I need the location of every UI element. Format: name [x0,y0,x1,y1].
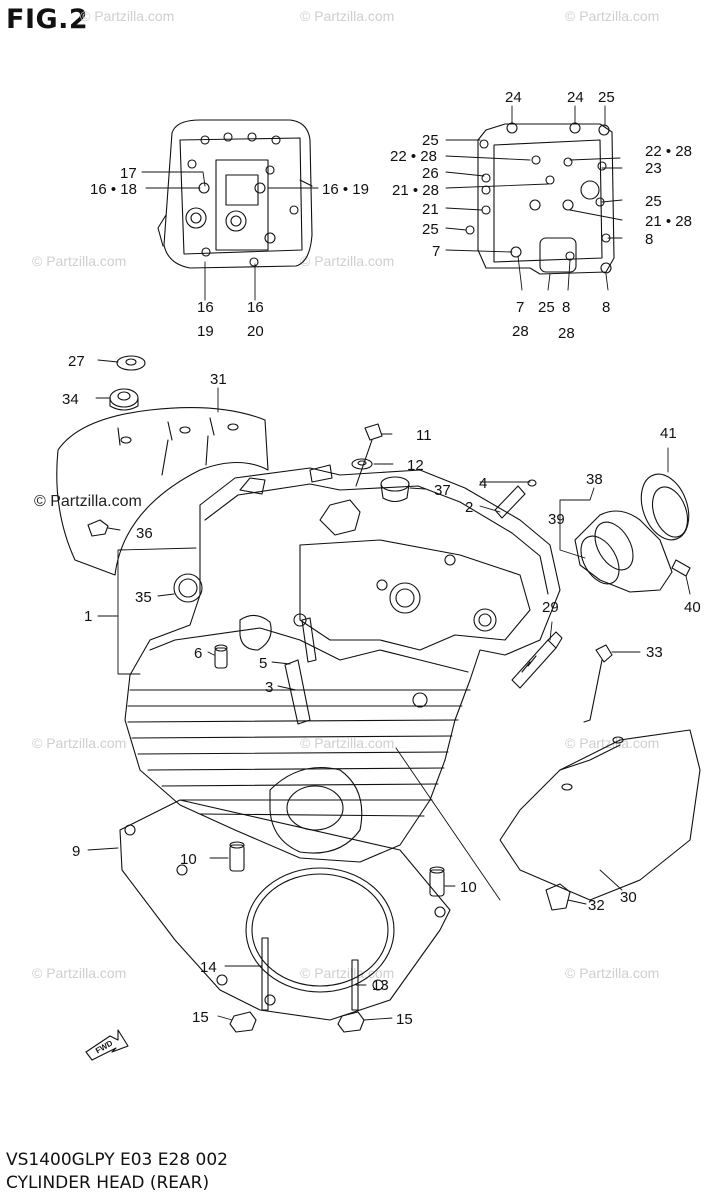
watermark: © Partzilla.com [565,965,660,981]
callout-21-28: 21 • 28 [645,213,692,230]
watermark: © Partzilla.com [32,735,127,751]
callout-24: 24 [567,89,584,106]
callout-5: 5 [259,655,267,672]
callout-7: 7 [516,299,524,316]
watermark: © Partzilla.com [80,8,175,24]
callout-38: 38 [586,471,603,488]
callout-30: 30 [620,889,637,906]
callout-16-18: 16 • 18 [90,181,137,198]
callout-35: 35 [135,589,152,606]
callout-20: 20 [247,323,264,340]
callout-23: 23 [645,160,662,177]
callout-25: 25 [422,221,439,238]
callout-15: 15 [396,1011,413,1028]
callout-26: 26 [422,165,439,182]
callout-34: 34 [62,391,79,408]
watermark: © Partzilla.com [300,8,395,24]
callout-13: 13 [372,977,389,994]
callout-32: 32 [588,897,605,914]
callout-21-28: 21 • 28 [392,182,439,199]
fwd-label: FWD [94,1038,114,1055]
callout-25: 25 [645,193,662,210]
callout-24: 24 [505,89,522,106]
callout-3: 3 [265,679,273,696]
callout-31: 31 [210,371,227,388]
callout-8: 8 [562,299,570,316]
callout-37: 37 [434,482,451,499]
callout-17: 17 [120,165,137,182]
callout-28: 28 [558,325,575,342]
callout-40: 40 [684,599,701,616]
watermark-dark: © Partzilla.com [34,493,142,510]
callout-9: 9 [72,843,80,860]
callout-2: 2 [465,499,473,516]
callout-8: 8 [645,231,653,248]
callout-11: 11 [416,427,432,444]
watermark: © Partzilla.com [300,965,395,981]
callout-16: 16 [197,299,214,316]
figure-title: FIG.2 [6,4,89,35]
callout-16: 16 [247,299,264,316]
callout-15: 15 [192,1009,209,1026]
callout-36: 36 [136,525,153,542]
callout-22-28: 22 • 28 [390,148,437,165]
head-top-view [157,119,313,269]
callout-21: 21 [422,201,439,218]
callout-22-28: 22 • 28 [645,143,692,160]
callout-19: 19 [197,323,214,340]
callout-7: 7 [432,243,440,260]
watermark: © Partzilla.com [300,735,395,751]
callout-28: 28 [512,323,529,340]
watermark: © Partzilla.com [565,735,660,751]
callout-14: 14 [200,959,217,976]
callout-39: 39 [548,511,565,528]
callout-16-19: 16 • 19 [322,181,369,198]
callout-4: 4 [479,475,487,492]
callout-10: 10 [460,879,477,896]
watermark: © Partzilla.com [32,253,127,269]
callout-41: 41 [660,425,677,442]
cylinder-head-main [124,464,561,863]
callout-25: 25 [422,132,439,149]
callout-25: 25 [598,89,615,106]
callout-10: 10 [180,851,197,868]
callout-25: 25 [538,299,555,316]
callout-12: 12 [407,457,424,474]
callout-8: 8 [602,299,610,316]
callout-33: 33 [646,644,663,661]
watermark: © Partzilla.com [300,253,395,269]
model-code: VS1400GLPY E03 E28 002 [6,1150,228,1170]
callout-27: 27 [68,353,85,370]
callout-29: 29 [542,599,559,616]
diagram-caption: CYLINDER HEAD (REAR) [6,1173,210,1193]
callout-6: 6 [194,645,202,662]
watermark: © Partzilla.com [565,8,660,24]
callout-1: 1 [84,608,92,625]
watermark: © Partzilla.com [32,965,127,981]
